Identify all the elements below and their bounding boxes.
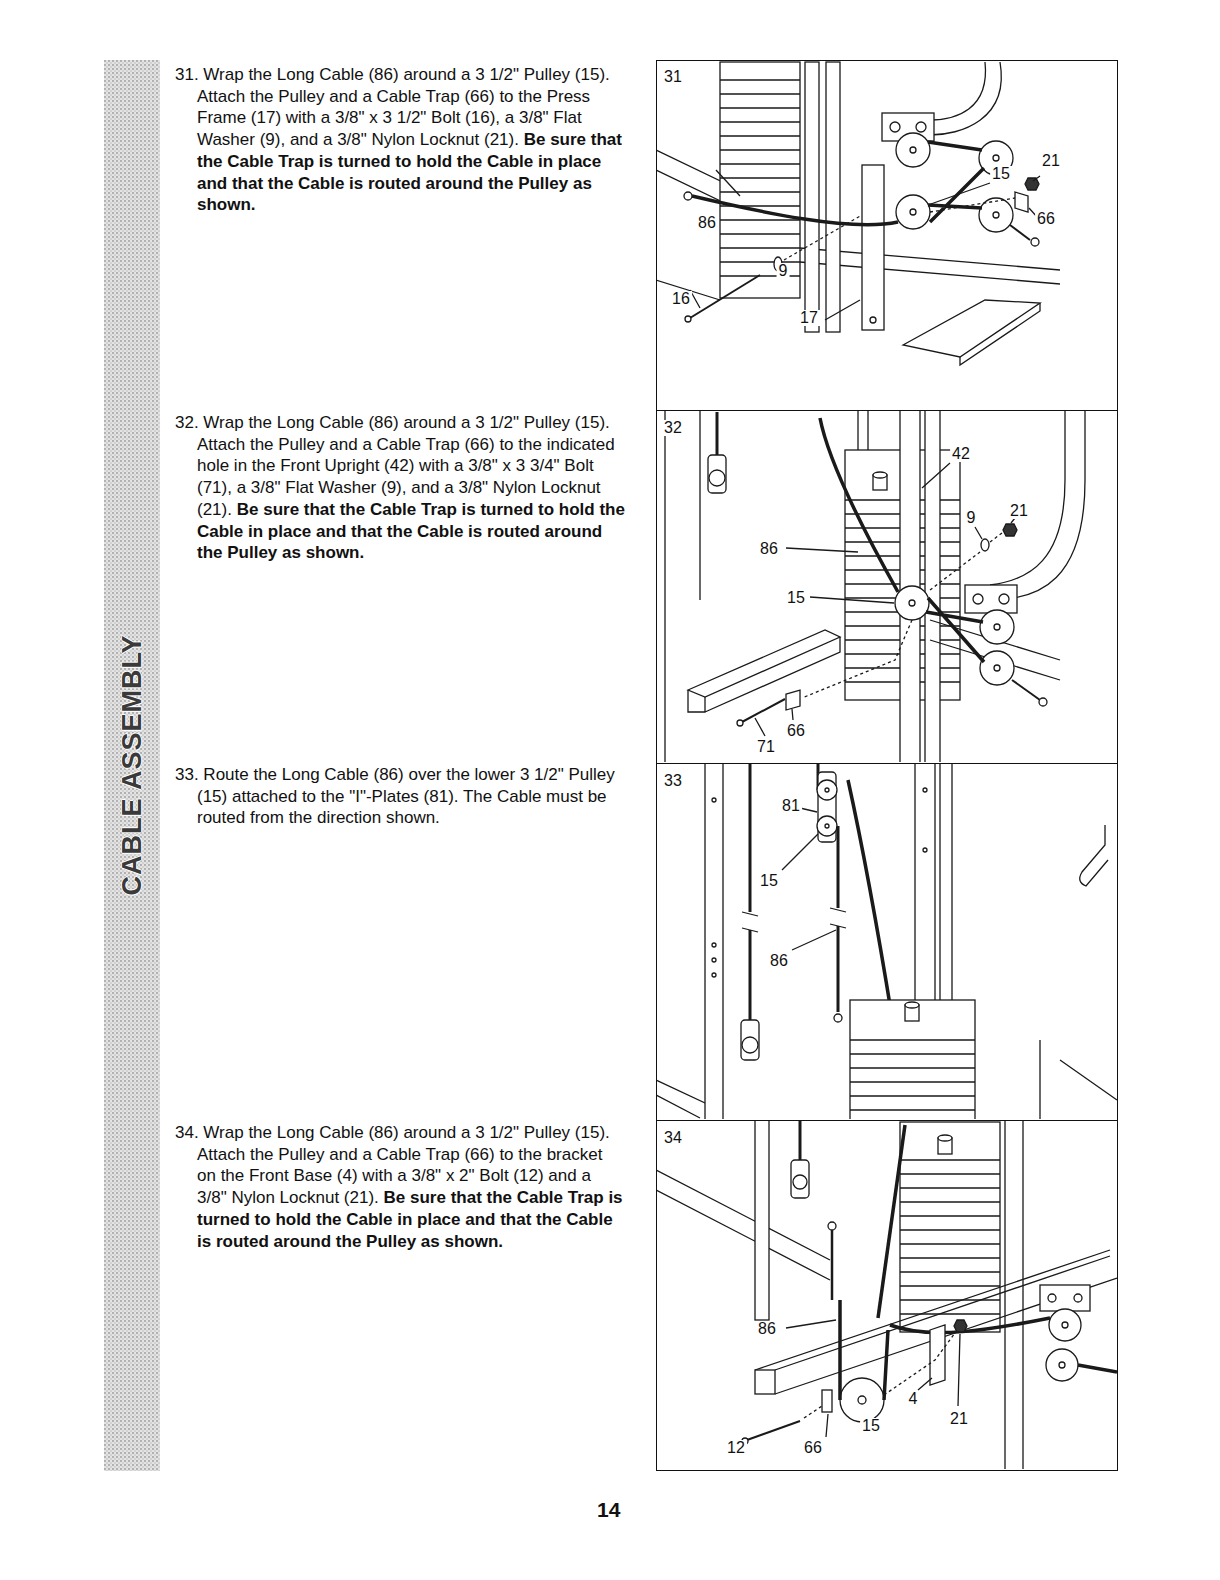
callout-number: 66 [785,723,807,739]
step-number: 33 [662,773,684,789]
callout-number: 15 [990,166,1012,182]
instruction-step: 33. Route the Long Cable (86) over the l… [175,764,625,829]
instruction-step: 31. Wrap the Long Cable (86) around a 3 … [175,64,625,216]
side-band [104,60,160,1471]
callout-number: 17 [798,310,820,326]
callout-number: 66 [1035,211,1057,227]
step-panel: 33 81 15 86 [656,763,1118,1121]
callout-number: 4 [907,1391,920,1407]
callout-number: 12 [725,1440,747,1456]
callout-number: 21 [948,1411,970,1427]
callout-number: 42 [950,446,972,462]
step-number: 32 [662,420,684,436]
step-panel: 31 15 21 86 66 9 16 17 [656,60,1118,411]
callout-number: 21 [1008,503,1030,519]
callout-number: 15 [860,1418,882,1434]
callout-number: 86 [756,1321,778,1337]
step-number: 34 [662,1130,684,1146]
callout-number: 81 [780,798,802,814]
callout-number: 16 [670,291,692,307]
page-number: 14 [597,1498,620,1522]
callout-number: 71 [755,739,777,755]
step-panel: 32 42 9 21 86 15 66 71 [656,410,1118,764]
step-panel: 34 86 4 15 21 12 66 [656,1120,1118,1471]
section-tab: CABLE ASSEMBLY [117,634,148,895]
callout-number: 86 [696,215,718,231]
callout-number: 66 [802,1440,824,1456]
callout-number: 15 [758,873,780,889]
callout-number: 9 [965,510,978,526]
step-33-figure [657,764,1117,1119]
instruction-step: 34. Wrap the Long Cable (86) around a 3 … [175,1122,625,1252]
step-34-figure [657,1121,1117,1469]
callout-number: 86 [768,953,790,969]
instruction-text: 33. Route the Long Cable (86) over the l… [175,765,615,827]
step-32-figure [665,411,1085,762]
instruction-step: 32. Wrap the Long Cable (86) around a 3 … [175,412,625,564]
callout-number: 21 [1040,153,1062,169]
callout-number: 15 [785,590,807,606]
step-31-figure [657,62,1060,365]
step-number: 31 [662,69,684,85]
callout-number: 9 [777,263,790,279]
callout-number: 86 [758,541,780,557]
instruction-warning: Be sure that the Cable Trap is turned to… [197,500,625,562]
